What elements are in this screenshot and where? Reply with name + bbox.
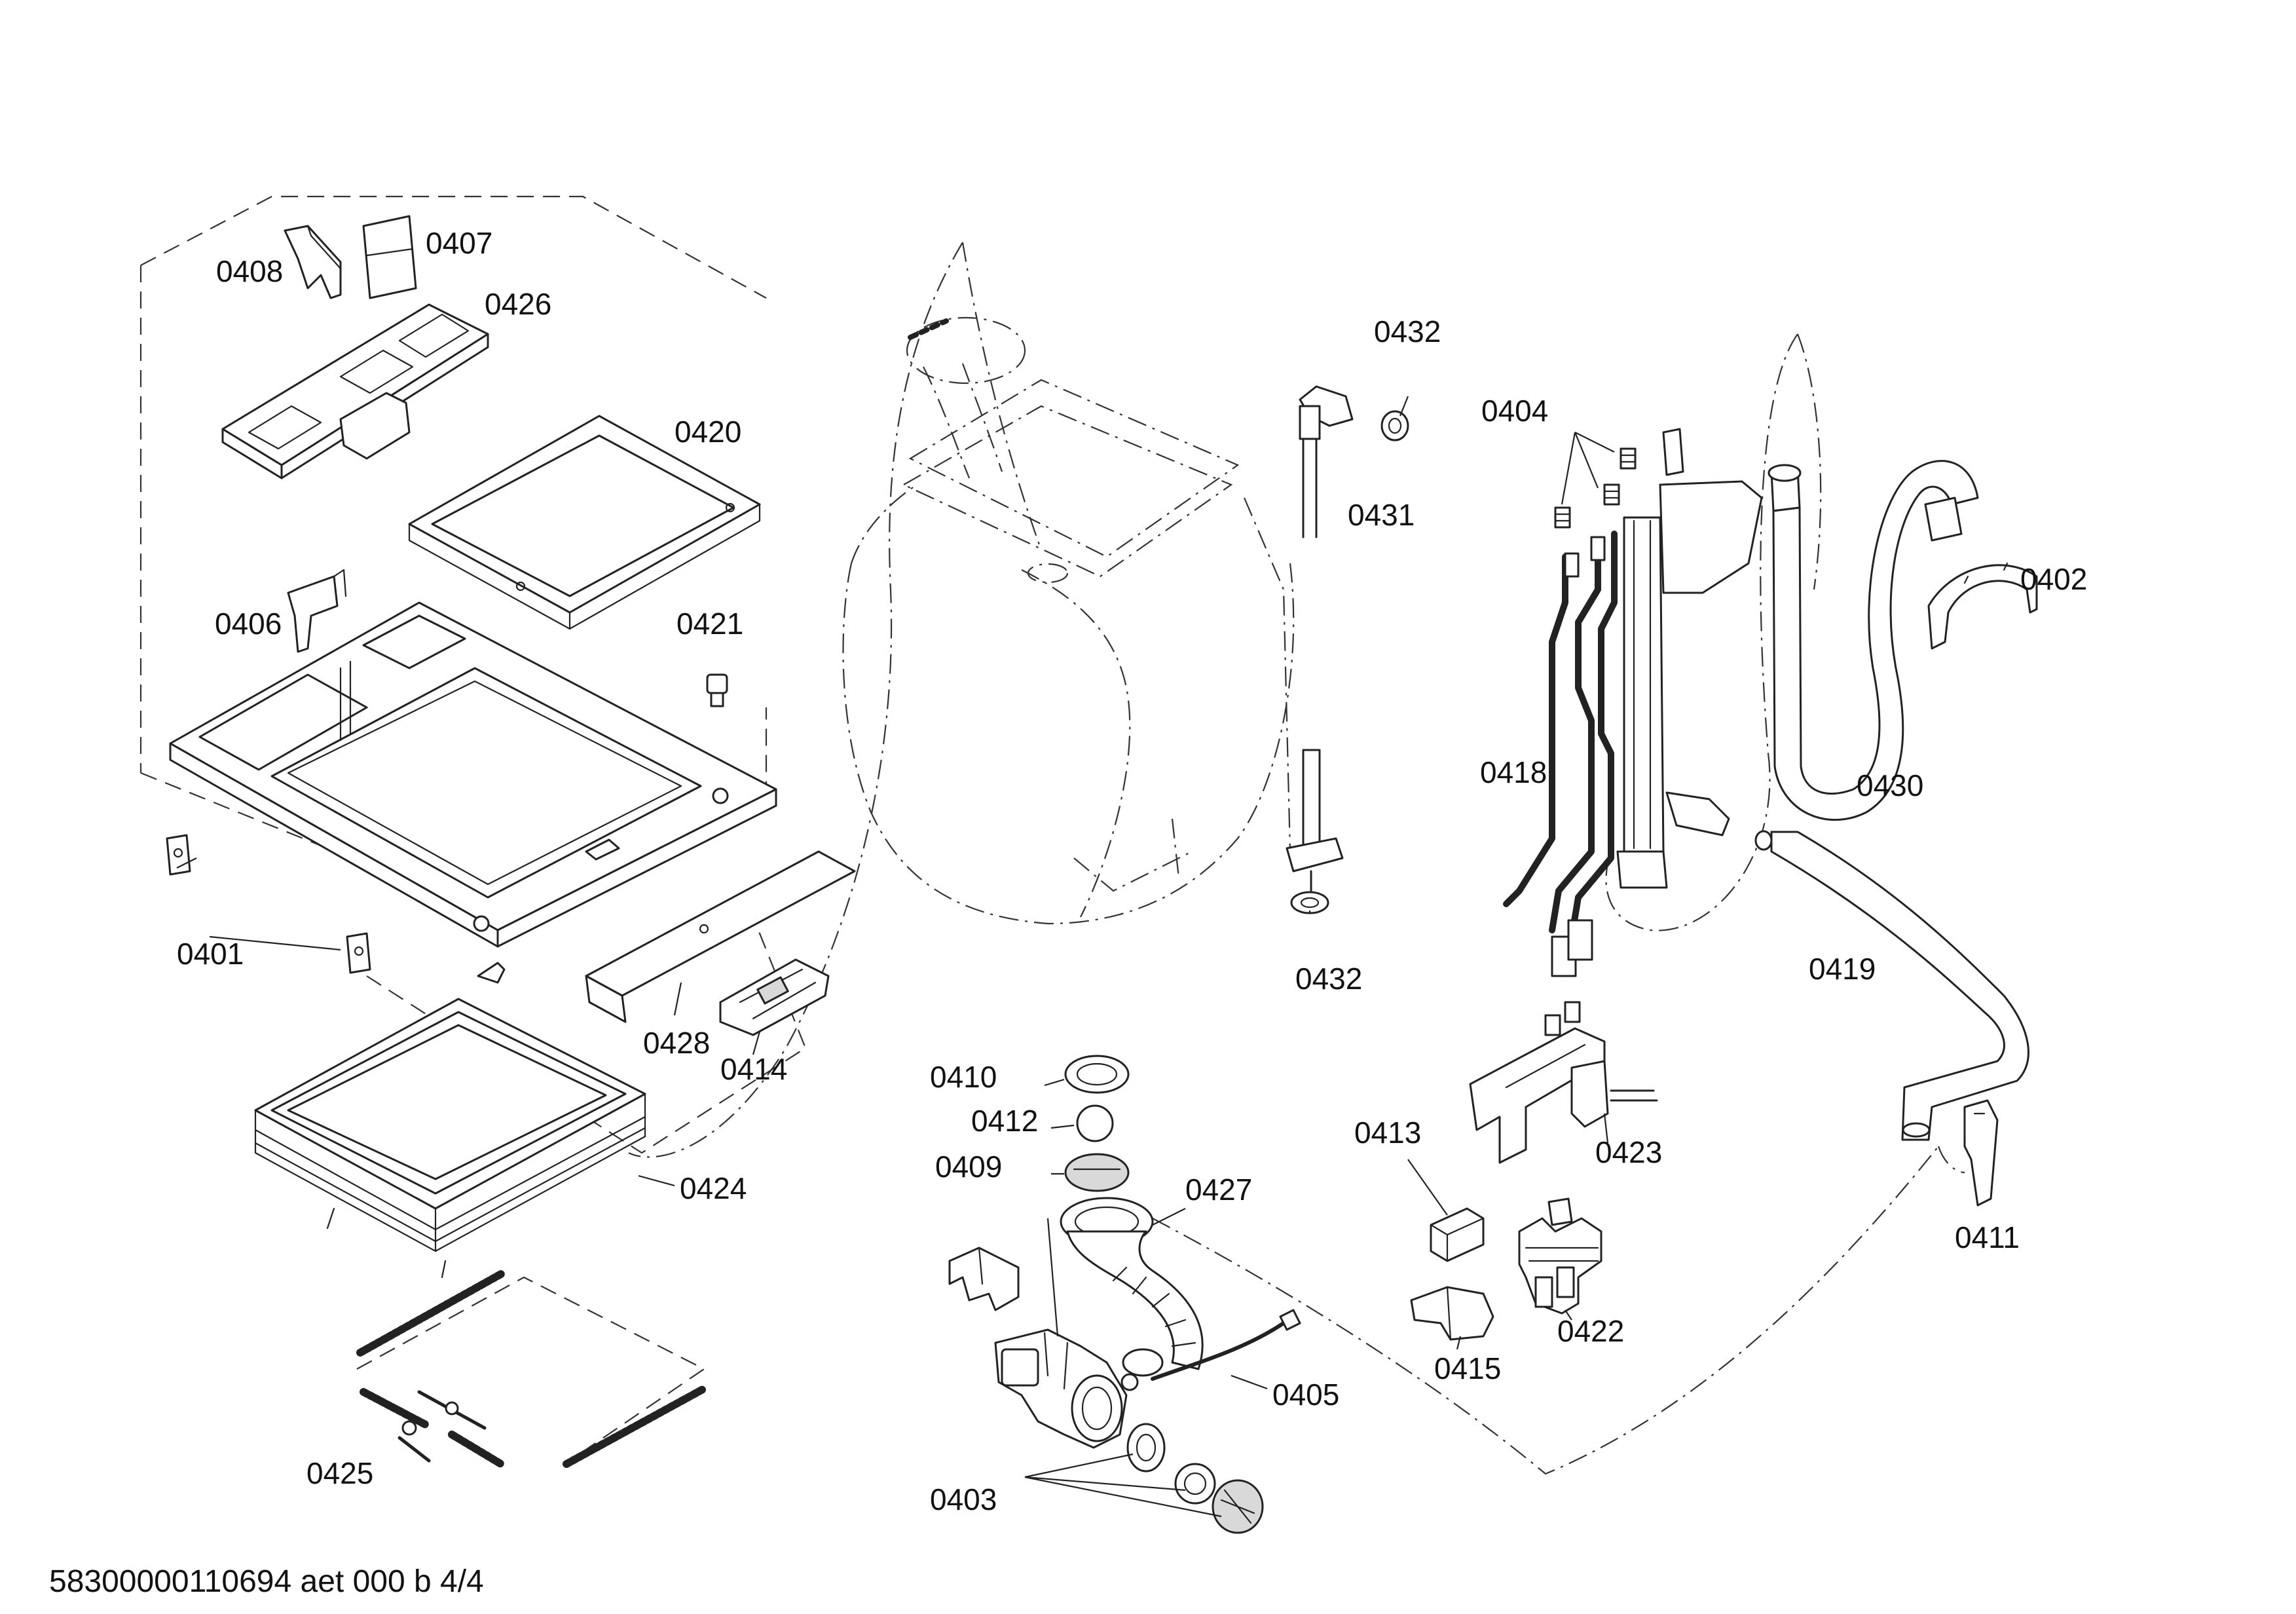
label-0403: 0403 <box>930 1482 997 1516</box>
leader-lines <box>176 396 1615 1518</box>
label-0411: 0411 <box>1955 1220 2020 1254</box>
label-0406: 0406 <box>215 607 282 641</box>
part-0408-latch <box>284 225 342 299</box>
part-0421-screw <box>706 673 728 707</box>
part-0404-bolts <box>1554 447 1637 529</box>
part-0419-drain-hose <box>1754 830 2029 1141</box>
document-id: 58300000110694 aet 000 b 4/4 <box>49 1564 484 1599</box>
part-0412-ball <box>1076 1104 1114 1142</box>
label-0425: 0425 <box>306 1456 373 1490</box>
part-0423-valve-bracket <box>1469 1001 1658 1164</box>
label-0414: 0414 <box>720 1052 787 1086</box>
part-0418-inlet-manifold <box>1503 428 1763 977</box>
label-0410: 0410 <box>930 1060 997 1094</box>
label-0427: 0427 <box>1185 1173 1252 1207</box>
part-0407-cover <box>362 215 417 299</box>
label-0423: 0423 <box>1595 1135 1662 1169</box>
part-0411-hose-guide <box>1963 1099 1999 1207</box>
label-0428: 0428 <box>643 1026 710 1060</box>
part-0402-hose-clip <box>1927 562 2038 650</box>
part-0415-connector <box>1410 1286 1494 1341</box>
label-0424: 0424 <box>680 1171 747 1205</box>
part-0409-cap <box>1064 1153 1130 1192</box>
label-0415: 0415 <box>1434 1351 1501 1385</box>
part-drain-pump <box>994 1328 1128 1449</box>
label-0407: 0407 <box>426 226 492 260</box>
part-0426-dispenser-drawer <box>221 303 489 479</box>
label-0408: 0408 <box>216 254 283 288</box>
part-0405-cable <box>1120 1309 1301 1391</box>
label-0421: 0421 <box>676 607 743 641</box>
label-0432-top: 0432 <box>1374 314 1441 348</box>
part-0413-filter-block <box>1430 1207 1485 1262</box>
part-0410-seal-ring <box>1064 1055 1130 1094</box>
part-0424-door-seal <box>254 998 646 1279</box>
label-0418: 0418 <box>1480 755 1547 789</box>
label-0432-bottom: 0432 <box>1295 962 1362 996</box>
part-0422-inlet-valve <box>1518 1197 1602 1315</box>
label-0413: 0413 <box>1354 1116 1421 1150</box>
label-0419: 0419 <box>1809 952 1876 986</box>
part-0432-washers <box>1290 410 1409 914</box>
part-0403-filter-set <box>1126 1423 1264 1534</box>
part-0414-door-lock <box>719 958 830 1036</box>
label-0420: 0420 <box>675 415 741 449</box>
label-0402: 0402 <box>2020 562 2087 596</box>
label-0405: 0405 <box>1272 1378 1339 1412</box>
part-0430-inlet-hose <box>1768 460 1979 821</box>
part-0428-rail <box>585 850 856 1023</box>
part-0427-drain-hose <box>1060 1197 1204 1377</box>
label-0401: 0401 <box>177 937 244 971</box>
part-tub-assembly <box>842 316 1295 925</box>
part-0406-clip <box>287 569 347 653</box>
label-0412: 0412 <box>971 1104 1038 1138</box>
label-0431: 0431 <box>1348 498 1415 532</box>
part-labels: 0408 0407 0426 0420 0406 0421 0401 0428 … <box>177 226 2087 1516</box>
part-0431-level-hose <box>1286 385 1354 892</box>
label-0409: 0409 <box>935 1150 1002 1184</box>
part-0425-door-hinge-kit <box>356 1270 708 1468</box>
part-0420-inner-tray <box>408 415 761 630</box>
label-0422: 0422 <box>1557 1314 1624 1348</box>
part-pump-bracket <box>948 1247 1020 1311</box>
label-0404: 0404 <box>1481 394 1548 428</box>
part-top-frame <box>169 601 777 984</box>
label-0430: 0430 <box>1857 768 1923 802</box>
label-0426: 0426 <box>485 287 551 321</box>
